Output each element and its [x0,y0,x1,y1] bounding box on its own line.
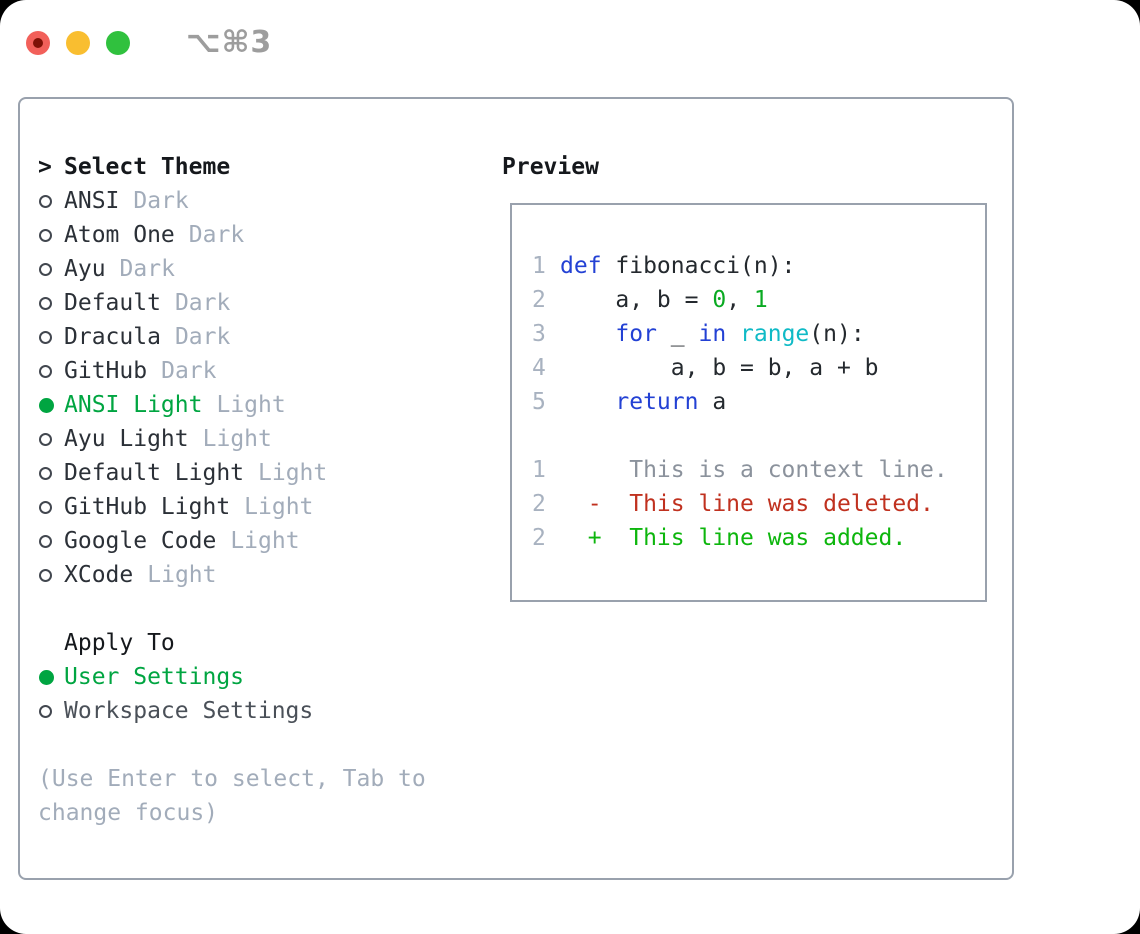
blank-line [532,419,985,453]
theme-variant-label: Light [258,460,328,486]
code-line: 1 def fibonacci(n): [532,253,796,279]
theme-variant-label: Light [244,494,314,520]
code-line: 4 a, b = b, a + b [532,355,879,381]
titlebar: ⌥⌘3 [26,25,272,60]
radio-icon [39,296,52,310]
theme-variant-label: Light [230,528,300,554]
theme-option-ansi-light[interactable]: ANSI Light Light [38,388,448,422]
apply-option-workspace-settings[interactable]: Workspace Settings [38,694,448,728]
line-number: 1 [532,457,546,483]
theme-variant-label: Dark [174,290,231,316]
theme-option-dracula-dark[interactable]: Dracula Dark [38,320,448,354]
theme-option-ayu-dark[interactable]: Ayu Dark [38,252,448,286]
theme-option-xcode-light[interactable]: XCode Light [38,558,448,592]
theme-option-github-dark[interactable]: GitHub Dark [38,354,448,388]
theme-variant-label: Dark [174,324,231,350]
theme-variant-label: Dark [119,256,175,282]
theme-option-default-dark[interactable]: Default Dark [38,286,448,320]
spacer [38,728,448,762]
diff-deleted-line: 2 - This line was deleted. [532,491,934,517]
line-number: 3 [532,321,546,347]
line-number: 4 [532,355,546,381]
theme-option-default-light[interactable]: Default Light Light [38,456,448,490]
theme-variant-label: Light [202,426,272,452]
theme-variant-label: Dark [161,358,217,384]
help-text: (Use Enter to select, Tab to change focu… [38,766,426,826]
theme-variant-label: Light [216,392,286,418]
theme-option-ansi-dark[interactable]: ANSI Dark [38,184,448,218]
minimize-button[interactable] [66,30,90,55]
line-number: 2 [532,491,546,517]
line-number: 1 [532,253,546,279]
keyboard-shortcut-label: ⌥⌘3 [186,25,273,60]
preview-pane: 1 def fibonacci(n): 2 a, b = 0 , 1 3 for… [510,203,987,602]
radio-selected-icon [39,397,54,413]
theme-list-header: > Select Theme [38,150,448,184]
radio-icon [39,364,52,378]
radio-icon [39,534,52,548]
theme-option-github-light[interactable]: GitHub Light Light [38,490,448,524]
radio-icon [39,466,52,480]
radio-icon [39,568,52,582]
line-number: 2 [532,287,546,313]
radio-icon [39,500,52,514]
diff-added-line: 2 + This line was added. [532,525,907,551]
radio-icon [39,704,52,718]
theme-option-atom-one-dark[interactable]: Atom One Dark [38,218,448,252]
apply-to-header: Apply To [38,626,448,660]
radio-selected-icon [39,669,54,685]
theme-selector-panel: > Select Theme ANSI Dark Atom One Dark A… [18,97,1014,880]
theme-variant-label: Dark [133,188,189,214]
radio-icon [39,262,52,276]
theme-list: > Select Theme ANSI Dark Atom One Dark A… [38,150,448,830]
code-line: 3 for _ in range (n): [532,321,865,347]
apply-option-user-settings[interactable]: User Settings [38,660,448,694]
code-line: 5 return a [532,389,727,415]
spacer [38,592,448,626]
zoom-button[interactable] [106,30,130,55]
radio-icon [39,432,52,446]
theme-option-google-code-light[interactable]: Google Code Light [38,524,448,558]
apply-to-title: Apply To [64,630,175,656]
close-button[interactable] [26,30,50,55]
preview-title: Preview [502,154,599,180]
radio-icon [39,228,52,242]
focus-cursor-icon: > [38,154,52,180]
theme-variant-label: Light [147,562,217,588]
theme-option-ayu-light[interactable]: Ayu Light Light [38,422,448,456]
radio-icon [39,330,52,344]
line-number: 2 [532,525,546,551]
diff-context-line: 1 This is a context line. [532,457,948,483]
line-number: 5 [532,389,546,415]
close-dot-icon [33,37,43,48]
theme-variant-label: Dark [188,222,245,248]
theme-list-title: Select Theme [64,154,231,180]
code-line: 2 a, b = 0 , 1 [532,287,768,313]
radio-icon [39,194,52,208]
